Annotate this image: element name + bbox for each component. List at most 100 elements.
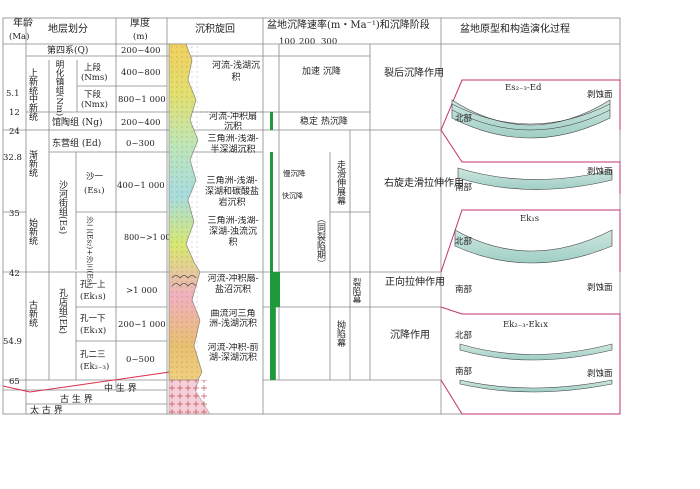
thickness-value: 0~500 (126, 355, 155, 365)
proto-erosion: 剥蚀面 (587, 368, 613, 379)
series-miocene: 中新统 (27, 93, 38, 122)
stage-dextral: 右旋走滑拉伸作用 (384, 176, 464, 189)
age-label: 5.1 (6, 89, 20, 99)
series-pliocene: 上新统 (27, 68, 38, 96)
cycle-text: 河流-冲积扇沉积 (208, 112, 258, 132)
proto-header: 盆地原型和构造演化过程 (460, 22, 570, 35)
thickness-column: 200~400 400~800 800~1 000 200~400 0~300 … (117, 46, 176, 365)
cycle-text: 河流-冲积-前湖-深湖沉积 (207, 343, 259, 363)
cycle-text: 曲流河三角洲-浅湖沉积 (208, 309, 258, 329)
cycle-text: 三角洲-浅湖-半深湖沉积 (207, 134, 259, 155)
age-header: 年龄 (13, 16, 33, 29)
rate-header: 盆地沉降速率(m・Ma⁻¹)和沉降阶段 (267, 18, 430, 31)
basin-section (457, 167, 613, 190)
age-label: 24 (9, 127, 20, 137)
proto-south: 南部 (455, 284, 473, 295)
thickness-value: 400~800 (121, 68, 161, 78)
age-unit: (Ma) (9, 31, 29, 42)
stage-slow: 慢沉降 (283, 168, 306, 178)
member-nm-upper: 上段 (84, 62, 102, 73)
rate-bars (270, 112, 280, 380)
formation-guantao: 馆陶组 (Ng) (52, 116, 103, 128)
rate-bar (270, 212, 273, 272)
member-ek1-code: (Ek₁s) (80, 291, 106, 302)
age-label: 32.8 (3, 153, 22, 163)
member-es1: 沙一 (86, 172, 104, 182)
formation-dongying: 东营组 (Ed) (52, 137, 101, 149)
rate-bar (270, 152, 273, 212)
thickness-header: 厚度 (130, 16, 150, 29)
proto-erosion: 剥蚀面 (587, 89, 613, 100)
series-oligocene: 渐新统 (27, 149, 38, 178)
thickness-value: 800~1 000 (118, 95, 166, 105)
age-label: 54.9 (3, 337, 22, 347)
proto-erosion: 剥蚀面 (587, 166, 613, 177)
proto-label-ek23-ek1x: Ek₂₋₃-Ek₁x (503, 320, 548, 330)
member-ek1x: 孔一下 (80, 314, 106, 324)
thickness-value: 0~300 (126, 139, 155, 149)
proto-label-es23-ed: Es₂₋₃-Ed (505, 83, 542, 93)
age-label: 42 (9, 269, 20, 279)
lithology-column (168, 43, 211, 415)
stage-thermal: 稳定 热沉降 (300, 115, 348, 127)
age-label: 35 (9, 209, 20, 219)
basin-prototypes: Es₂₋₃-Ed 北部 剥蚀面 南部 剥蚀面 Ek₁s 北部 南部 剥蚀面 Ek… (440, 79, 621, 415)
formation-quaternary: 第四系(Q) (47, 44, 88, 56)
basin-section (451, 99, 611, 139)
stage-strike-slip: 走滑伸展幕 (335, 160, 346, 205)
stage-texts: 加速 沉降 稳定 热沉降 裂后沉降作用 慢沉降 快沉降 走滑伸展幕 （同裂陷期）… (282, 65, 464, 347)
member-es23: 沙二(Es₂)+沙三(Es₃) (85, 216, 94, 289)
thickness-value: 200~400 (121, 46, 161, 56)
rate-tick-100: 100 (279, 37, 295, 47)
stage-fast: 快沉降 (282, 191, 303, 200)
stage-subsidence: 沉降作用 (390, 328, 430, 341)
proto-north: 北部 (455, 330, 473, 341)
rate-tick-300: 300 (321, 37, 337, 47)
stage-fast2: 裂陷幕 (351, 277, 361, 304)
member-ek1: 孔一上 (80, 280, 106, 290)
cycle-texts: 河流-浅湖沉积 河流-冲积扇沉积 三角洲-浅湖-半深湖沉积 三角洲-浅湖-深湖和… (200, 61, 263, 363)
cycle-text: 河流-浅湖沉积 (211, 61, 261, 83)
age-column: 5.1 12 24 32.8 35 42 54.9 65 (3, 89, 22, 387)
age-label: 65 (9, 377, 20, 387)
stage-sag: 拗陷幕 (335, 319, 346, 347)
proto-south: 南部 (455, 366, 473, 377)
series-paleocene: 古新统 (27, 299, 38, 328)
member-nm-lower-code: (Nmx) (81, 99, 108, 110)
rate-bar (270, 307, 276, 380)
formation-minghuazhen: 明化镇组(Nm) (54, 60, 65, 116)
era-archean: 太 古 界 (30, 404, 63, 416)
cycle-header: 沉积旋回 (195, 22, 235, 35)
formation-kongdian: 孔店组(Ek) (57, 288, 68, 334)
stage-forward: 正向拉伸作用 (385, 275, 445, 288)
era-mesozoic: 中 生 界 (104, 382, 137, 394)
cycle-text: 三角洲-浅湖-深湖-浊流沉积 (207, 216, 259, 248)
thickness-unit: (m) (133, 31, 148, 42)
era-paleozoic: 古 生 界 (60, 393, 93, 405)
basin-section (459, 379, 613, 393)
member-ek23-code: (Ek₂₋₃) (80, 361, 109, 372)
stage-post-rift: 裂后沉降作用 (384, 66, 444, 79)
series-column: 上新统 中新统 渐新统 始新统 古新统 (27, 68, 38, 328)
era-rows: 中 生 界 古 生 界 太 古 界 (2, 371, 171, 416)
cycle-text: 河流-冲积扇-盐沼沉积 (207, 274, 259, 295)
series-eocene: 始新统 (27, 217, 38, 246)
proto-erosion: 剥蚀面 (587, 282, 613, 293)
age-label: 12 (9, 108, 20, 118)
formation-column: 第四系(Q) 明化镇组(Nm) 馆陶组 (Ng) 东营组 (Ed) 沙河街组(E… (47, 44, 103, 334)
member-ek1x-code: (Ek₁x) (80, 325, 106, 336)
member-es1-code: (Es₁) (84, 185, 105, 196)
header-row: 年龄 (Ma) 地层划分 厚度 (m) 沉积旋回 盆地沉降速率(m・Ma⁻¹)和… (9, 16, 570, 47)
proto-north: 北部 (455, 236, 473, 247)
stage-accel: 加速 沉降 (302, 65, 341, 77)
thickness-value: 200~1 000 (118, 320, 166, 330)
formation-shahejie: 沙河街组(Es) (57, 180, 68, 234)
rate-bar (270, 272, 280, 307)
rate-tick-200: 200 (299, 37, 315, 47)
rate-bar (270, 112, 273, 130)
member-ek23: 孔二三 (80, 350, 106, 360)
thickness-value: 800~>1 000 (124, 233, 176, 242)
member-column: 上段 (Nms) 下段 (Nmx) 沙一 (Es₁) 沙二(Es₂)+沙三(Es… (80, 62, 109, 372)
cycle-text: 三角洲-浅湖-深湖和碳酸盐岩沉积 (204, 176, 259, 208)
